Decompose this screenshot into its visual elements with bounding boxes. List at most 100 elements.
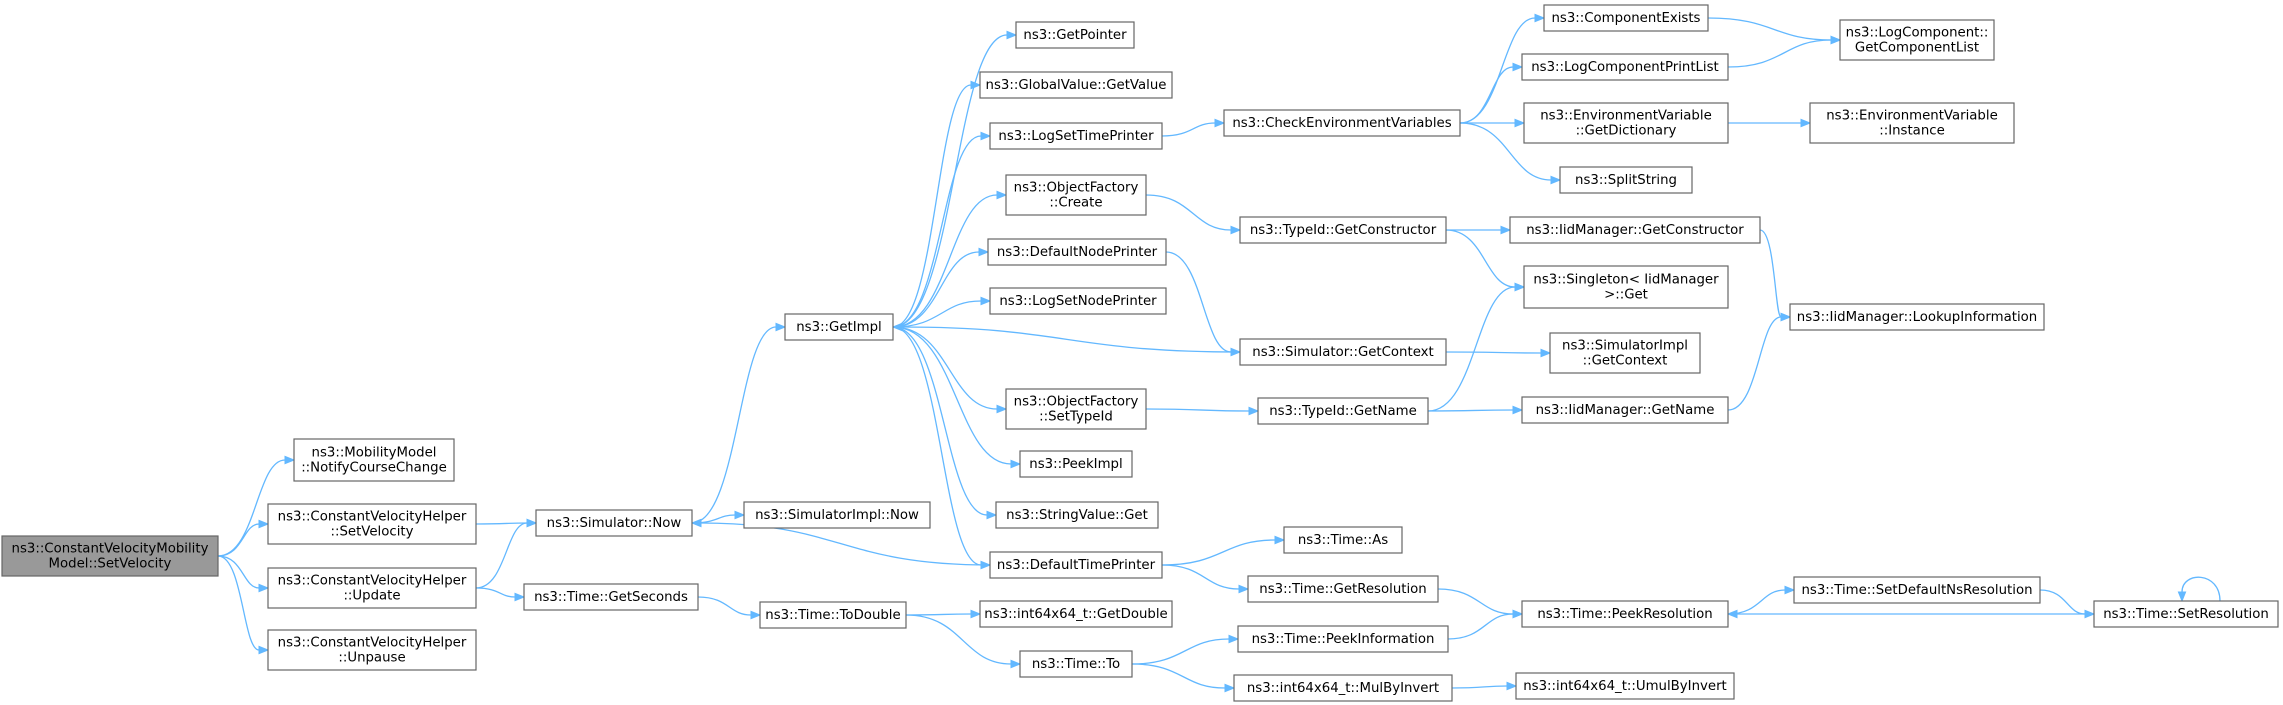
edge-root-to-notify bbox=[217, 455, 296, 557]
node-constantvelocityhelper-setvelocity[interactable]: ns3::ConstantVelocityHelper::SetVelocity bbox=[267, 503, 477, 545]
node-label: ns3::Singleton< IidManager bbox=[1533, 273, 1719, 288]
node-box bbox=[1523, 102, 1729, 144]
node-label: ns3::TypeId::GetName bbox=[1269, 404, 1417, 419]
node-box bbox=[1521, 600, 1729, 628]
node-componentexists[interactable]: ns3::ComponentExists bbox=[1543, 4, 1709, 32]
node-time-as[interactable]: ns3::Time::As bbox=[1283, 526, 1403, 554]
edge-arrowhead bbox=[258, 645, 270, 655]
node-label: ::Create bbox=[1049, 196, 1102, 211]
node-stringvalue-get[interactable]: ns3::StringValue::Get bbox=[995, 501, 1159, 529]
node-checkenvironmentvariables[interactable]: ns3::CheckEnvironmentVariables bbox=[1223, 109, 1461, 137]
node-logcomponentprintlist[interactable]: ns3::LogComponentPrintList bbox=[1521, 53, 1729, 81]
node-time-setdefaultnsresolution[interactable]: ns3::Time::SetDefaultNsResolution bbox=[1793, 576, 2041, 604]
edge-line bbox=[892, 300, 982, 328]
node-iidmanager-getconstructor[interactable]: ns3::IidManager::GetConstructor bbox=[1509, 216, 1761, 244]
node-box bbox=[1509, 216, 1761, 244]
node-time-getseconds[interactable]: ns3::Time::GetSeconds bbox=[523, 583, 699, 611]
node-simulator-now[interactable]: ns3::Simulator::Now bbox=[535, 509, 693, 537]
node-environmentvariable-getdictionary[interactable]: ns3::EnvironmentVariable::GetDictionary bbox=[1523, 102, 1729, 144]
edge-line bbox=[475, 522, 528, 525]
node-label: ::NotifyCourseChange bbox=[301, 461, 447, 476]
node-box bbox=[1521, 396, 1729, 424]
node-label: ns3::IidManager::GetConstructor bbox=[1526, 223, 1744, 238]
node-time-getresolution[interactable]: ns3::Time::GetResolution bbox=[1247, 575, 1439, 603]
node-label: ns3::CheckEnvironmentVariables bbox=[1232, 116, 1451, 131]
node-time-setresolution[interactable]: ns3::Time::SetResolution bbox=[2093, 600, 2279, 628]
node-box bbox=[989, 287, 1167, 315]
node-mobilitymodel-notifycoursechange[interactable]: ns3::MobilityModel::NotifyCourseChange bbox=[293, 438, 455, 482]
node-objectfactory-settypeid[interactable]: ns3::ObjectFactory::SetTypeId bbox=[1005, 388, 1147, 430]
node-box bbox=[1283, 526, 1403, 554]
node-logsettimeprinter[interactable]: ns3::LogSetTimePrinter bbox=[989, 122, 1163, 150]
node-defaultnodeprinter[interactable]: ns3::DefaultNodePrinter bbox=[987, 238, 1167, 266]
node-time-todouble[interactable]: ns3::Time::ToDouble bbox=[759, 601, 907, 629]
node-getpointer[interactable]: ns3::GetPointer bbox=[1015, 21, 1135, 49]
edge-simNow-to-getImpl bbox=[691, 322, 787, 524]
node-label: ns3::EnvironmentVariable bbox=[1540, 109, 1712, 124]
node-simulator-getcontext[interactable]: ns3::Simulator::GetContext bbox=[1239, 338, 1447, 366]
node-label: ns3::Time::SetResolution bbox=[2103, 607, 2269, 622]
node-splitstring[interactable]: ns3::SplitString bbox=[1559, 166, 1693, 194]
node-typeid-getname[interactable]: ns3::TypeId::GetName bbox=[1257, 397, 1429, 425]
node-simulatorimpl-now[interactable]: ns3::SimulatorImpl::Now bbox=[743, 501, 931, 529]
node-label: >::Get bbox=[1604, 288, 1648, 303]
edge-root-to-cvhSet bbox=[217, 519, 270, 557]
node-globalvalue-getvalue[interactable]: ns3::GlobalValue::GetValue bbox=[979, 71, 1173, 99]
edge-line bbox=[1131, 663, 1226, 689]
node-label: ::SetTypeId bbox=[1039, 410, 1113, 425]
edge-simGetCtx-to-simImplGetCtx bbox=[1445, 348, 1552, 358]
edge-line bbox=[905, 614, 1012, 665]
node-box bbox=[535, 509, 693, 537]
node-environmentvariable-instance[interactable]: ns3::EnvironmentVariable::Instance bbox=[1809, 102, 2015, 144]
node-label: ::Unpause bbox=[338, 651, 405, 666]
node-constantvelocityhelper-unpause[interactable]: ns3::ConstantVelocityHelper::Unpause bbox=[267, 629, 477, 671]
node-label: ns3::Simulator::Now bbox=[547, 516, 682, 531]
edge-arrowhead bbox=[1010, 459, 1022, 469]
node-objectfactory-create[interactable]: ns3::ObjectFactory::Create bbox=[1005, 174, 1147, 216]
node-box bbox=[979, 71, 1173, 99]
edge-arrowhead bbox=[514, 592, 526, 602]
edge-getSeconds-to-toDouble bbox=[697, 596, 762, 620]
node-constantvelocitymobilitymodel-setvelocity[interactable]: ns3::ConstantVelocityMobilityModel::SetV… bbox=[1, 535, 219, 577]
node-singleton-iidmanager-get[interactable]: ns3::Singleton< IidManager>::Get bbox=[1523, 265, 1729, 309]
node-label: ns3::int64x64_t::MulByInvert bbox=[1247, 681, 1439, 696]
node-constantvelocityhelper-update[interactable]: ns3::ConstantVelocityHelper::Update bbox=[267, 567, 477, 609]
node-typeid-getconstructor[interactable]: ns3::TypeId::GetConstructor bbox=[1239, 216, 1447, 244]
edge-arrowhead bbox=[1010, 659, 1022, 669]
node-box bbox=[1839, 19, 1995, 61]
edge-arrowhead bbox=[1550, 175, 1562, 185]
node-time-peekresolution[interactable]: ns3::Time::PeekResolution bbox=[1521, 600, 1729, 628]
node-time-to[interactable]: ns3::Time::To bbox=[1019, 650, 1133, 678]
edge-line bbox=[1447, 613, 1514, 640]
edge-line bbox=[217, 523, 260, 557]
node-time-peekinformation[interactable]: ns3::Time::PeekInformation bbox=[1237, 625, 1449, 653]
node-iidmanager-lookupinformation[interactable]: ns3::IidManager::LookupInformation bbox=[1789, 303, 2045, 331]
node-iidmanager-getname[interactable]: ns3::IidManager::GetName bbox=[1521, 396, 1729, 424]
node-defaulttimeprinter[interactable]: ns3::DefaultTimePrinter bbox=[989, 551, 1163, 579]
node-label: ns3::Time::PeekResolution bbox=[1537, 607, 1712, 622]
node-box bbox=[1257, 397, 1429, 425]
node-box bbox=[1515, 672, 1735, 700]
node-label: ::Instance bbox=[1879, 124, 1945, 139]
node-int64x64-mulbyinvert[interactable]: ns3::int64x64_t::MulByInvert bbox=[1233, 674, 1453, 702]
node-label: ns3::TypeId::GetConstructor bbox=[1250, 223, 1437, 238]
node-simulatorimpl-getcontext[interactable]: ns3::SimulatorImpl::GetContext bbox=[1549, 332, 1701, 374]
node-box bbox=[1233, 674, 1453, 702]
edge-arrowhead bbox=[734, 510, 746, 520]
node-label: ns3::IidManager::GetName bbox=[1536, 403, 1715, 418]
node-getimpl[interactable]: ns3::GetImpl bbox=[784, 313, 894, 341]
node-int64x64-getdouble[interactable]: ns3::int64x64_t::GetDouble bbox=[979, 600, 1173, 628]
edge-arrowhead bbox=[1248, 406, 1260, 416]
node-box bbox=[743, 501, 931, 529]
edge-tidGetName-to-iidGetName bbox=[1427, 405, 1524, 415]
edge-line bbox=[1437, 588, 1514, 615]
edge-arrowhead bbox=[1540, 348, 1552, 358]
node-int64x64-umulbyinvert[interactable]: ns3::int64x64_t::UmulByInvert bbox=[1515, 672, 1735, 700]
node-logcomponent-getcomponentlist[interactable]: ns3::LogComponent::GetComponentList bbox=[1839, 19, 1995, 61]
edge-line bbox=[892, 84, 972, 328]
node-label: ns3::Time::SetDefaultNsResolution bbox=[1801, 583, 2032, 598]
node-box bbox=[1559, 166, 1693, 194]
edge-line bbox=[217, 555, 260, 651]
node-logsetnodeprinter[interactable]: ns3::LogSetNodePrinter bbox=[989, 287, 1167, 315]
node-peekimpl[interactable]: ns3::PeekImpl bbox=[1019, 450, 1133, 478]
